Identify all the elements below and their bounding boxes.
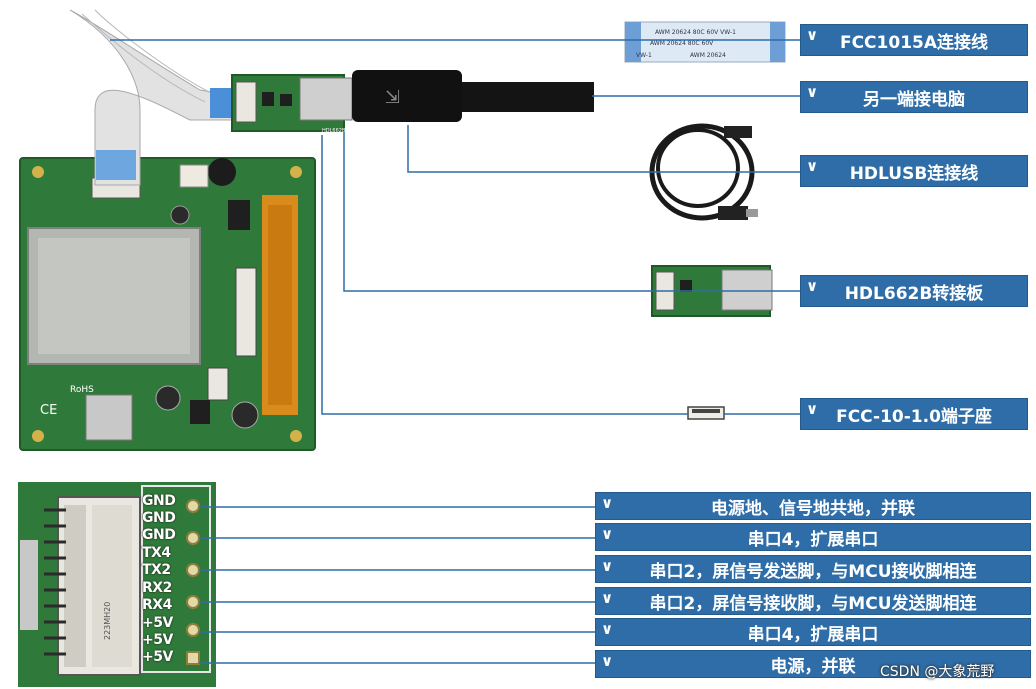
watermark: CSDN @大象荒野 — [880, 664, 995, 680]
pin-label-rx4: RX4 — [142, 597, 172, 613]
label-fcc-socket: ∨ FCC-10-1.0端子座 — [800, 398, 1028, 430]
ribbon-cable — [69, 9, 234, 186]
usb-cable-coil — [649, 123, 758, 221]
label-hdl662b-adapter: ∨ HDL662B转接板 — [800, 275, 1028, 307]
rohs-mark: RoHS — [70, 385, 94, 395]
adapter-silkscreen: HDL662B — [322, 128, 346, 134]
label-uart2-rx: ∨ 串口2，屏信号接收脚，与MCU发送脚相连 — [595, 587, 1031, 615]
chevron-icon: ∨ — [806, 277, 819, 295]
pin-label-5v-1: +5V — [142, 615, 173, 631]
main-pcb-board — [19, 157, 316, 451]
label-hdlusb-cable: ∨ HDLUSB连接线 — [800, 155, 1028, 187]
adapter-board-top — [231, 74, 353, 132]
pin-label-gnd-1: GND — [142, 493, 176, 509]
chevron-icon: ∨ — [601, 525, 614, 543]
chevron-icon: ∨ — [601, 589, 614, 607]
pin-label-rx2: RX2 — [142, 580, 172, 596]
svg-text:⇲: ⇲ — [385, 87, 400, 108]
usb-plug: ⇲ — [352, 70, 594, 122]
label-uart4-tx: ∨ 串口4，扩展串口 — [595, 523, 1031, 551]
pin-label-tx4: TX4 — [142, 545, 171, 561]
svg-text:AWM 20624 80C 60V: AWM 20624 80C 60V — [650, 40, 714, 47]
chevron-icon: ∨ — [601, 557, 614, 575]
svg-text:AWM 20624: AWM 20624 — [690, 52, 726, 59]
label-power: ∨ 电源，并联 — [595, 650, 1031, 678]
label-fcc1015a-cable: ∨ FCC1015A连接线 — [800, 24, 1028, 56]
chevron-icon: ∨ — [806, 157, 819, 175]
connector-part-number: 223MH20 — [103, 602, 112, 640]
label-uart2-tx: ∨ 串口2，屏信号发送脚，与MCU接收脚相连 — [595, 555, 1031, 583]
label-uart4-rx: ∨ 串口4，扩展串口 — [595, 618, 1031, 646]
fcc-ribbon-product: AWM 20624 80C 60V VW-1 AWM 20624 80C 60V… — [624, 21, 786, 63]
chevron-icon: ∨ — [806, 400, 819, 418]
svg-text:AWM 20624 80C 60V VW-1: AWM 20624 80C 60V VW-1 — [655, 29, 736, 36]
pin-label-5v-2: +5V — [142, 632, 173, 648]
pin-label-gnd-2: GND — [142, 510, 176, 526]
svg-text:VW-1: VW-1 — [636, 52, 652, 59]
label-gnd-common: ∨ 电源地、信号地共地，并联 — [595, 492, 1031, 520]
chevron-icon: ∨ — [601, 494, 614, 512]
chevron-icon: ∨ — [601, 620, 614, 638]
ce-mark: CE — [40, 403, 57, 418]
fcc-socket-product — [687, 406, 725, 420]
label-connect-computer: ∨ 另一端接电脑 — [800, 81, 1028, 113]
chevron-icon: ∨ — [806, 83, 819, 101]
chevron-icon: ∨ — [806, 26, 819, 44]
chevron-icon: ∨ — [601, 652, 614, 670]
pin-label-tx2: TX2 — [142, 562, 171, 578]
pin-label-gnd-3: GND — [142, 527, 176, 543]
bottom-callout-lines — [199, 506, 595, 664]
top-callout-lines — [110, 39, 800, 415]
pin-label-5v-3: +5V — [142, 649, 173, 665]
closeup-pcb — [18, 482, 216, 687]
